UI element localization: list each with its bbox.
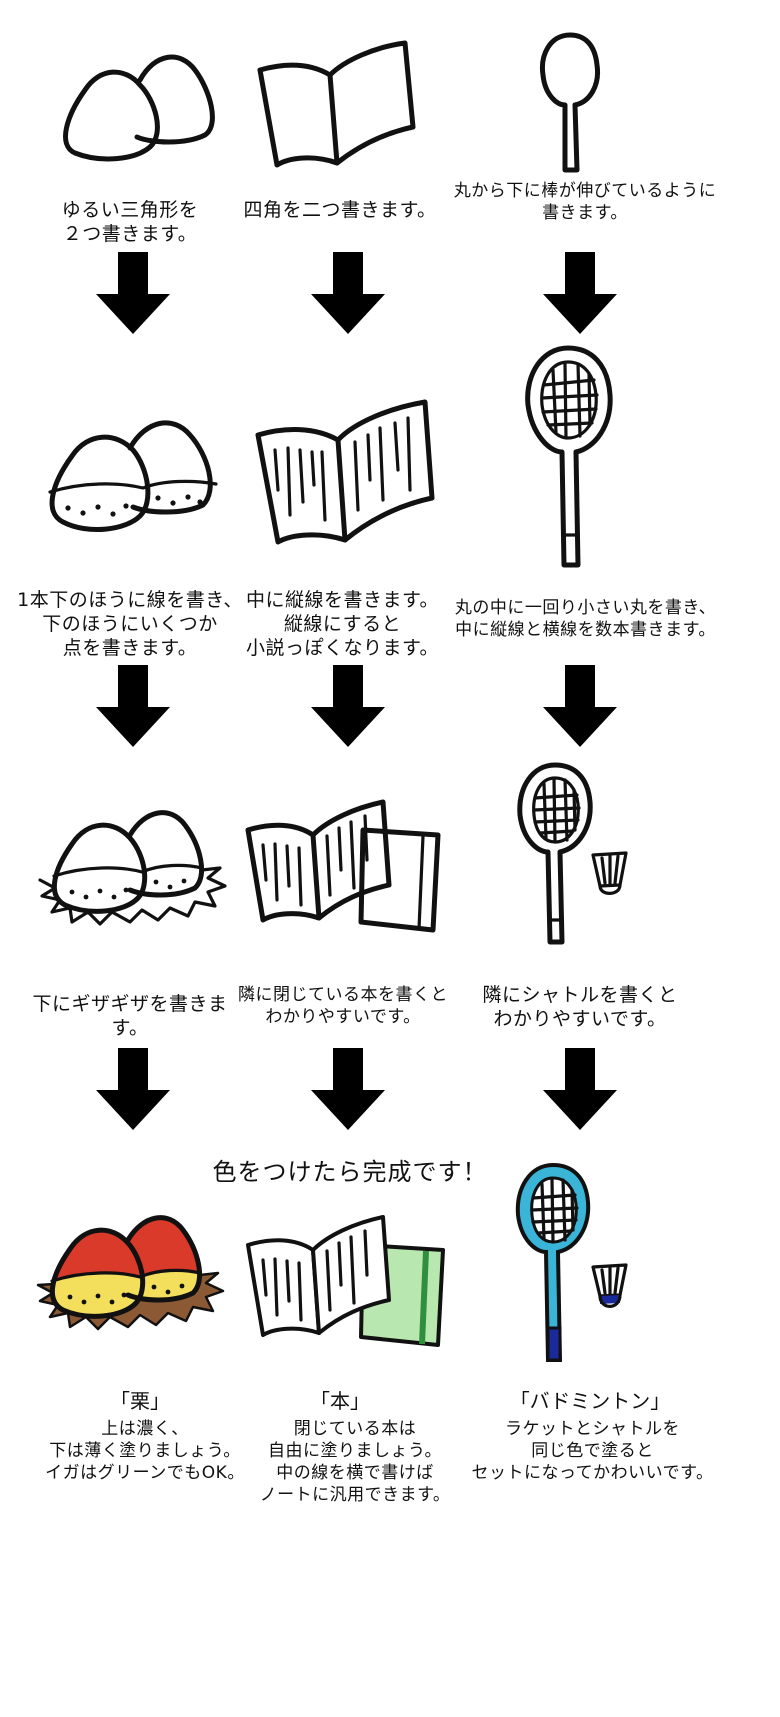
final-note-chestnut: 上は濃く、 下は薄く塗りましょう。 イガはグリーンでもOK。: [45, 1419, 245, 1483]
final-note-book: 閉じている本は 自由に塗りましょう。 中の線を横で書けば ノートに汎用できます。: [259, 1419, 451, 1505]
book-drawing-step3: [245, 799, 441, 933]
book-drawing-final: [246, 1215, 445, 1347]
final-note-racket: ラケットとシャトルを 同じ色で塗ると セットになってかわいいです。: [471, 1419, 714, 1483]
down-arrow-icon: [96, 665, 170, 747]
caption-chestnut-step3: 下にギザギザを書きます。: [32, 993, 228, 1039]
chestnut-drawing-step2: [48, 420, 218, 533]
caption-book-step1: 四角を二つ書きます。: [243, 199, 437, 221]
final-name-book: 「本」: [310, 1389, 370, 1413]
shuttlecock-drawing: [591, 851, 628, 895]
down-arrow-icon: [543, 1048, 617, 1130]
racket-drawing-step3: [517, 762, 593, 945]
caption-racket-step1: 丸から下に棒が伸びているように 書きます。: [453, 181, 717, 223]
caption-chestnut-step1: ゆるい三角形を ２つ書きます。: [61, 199, 199, 245]
caption-book-step3: 隣に閉じている本を書くと わかりやすいです。: [238, 985, 448, 1027]
caption-racket-step2: 丸の中に一回り小さい丸を書き、 中に縦線と横線を数本書きます。: [454, 598, 717, 640]
caption-racket-step3: 隣にシャトルを書くと わかりやすいです。: [482, 984, 678, 1030]
racket-drawing-final: [515, 1162, 591, 1362]
chestnut-drawing-step1: [63, 54, 215, 162]
down-arrow-icon: [96, 1048, 170, 1130]
book-drawing-step2: [255, 399, 435, 545]
final-title: 色をつけたら完成です！: [212, 1158, 488, 1186]
final-name-chestnut: 「栗」: [110, 1389, 170, 1413]
caption-book-step2: 中に縦線を書きます。 縦線にすると 小説っぽくなります。: [245, 589, 440, 659]
shuttlecock-drawing-final: [591, 1263, 628, 1308]
book-drawing-step1: [257, 40, 416, 168]
down-arrow-icon: [311, 665, 385, 747]
down-arrow-icon: [311, 1048, 385, 1130]
racket-drawing-step2: [525, 345, 613, 568]
down-arrow-icon: [96, 252, 170, 334]
racket-drawing-step1: [539, 32, 601, 173]
down-arrow-icon: [311, 252, 385, 334]
down-arrow-icon: [543, 252, 617, 334]
down-arrow-icon: [543, 665, 617, 747]
final-name-racket: 「バドミントン」: [509, 1389, 671, 1413]
chestnut-drawing-final: [36, 1215, 225, 1331]
chestnut-drawing-step3: [38, 810, 227, 926]
caption-chestnut-step2: 1本下のほうに線を書き、 下のほうにいくつか 点を書きます。: [17, 589, 243, 659]
